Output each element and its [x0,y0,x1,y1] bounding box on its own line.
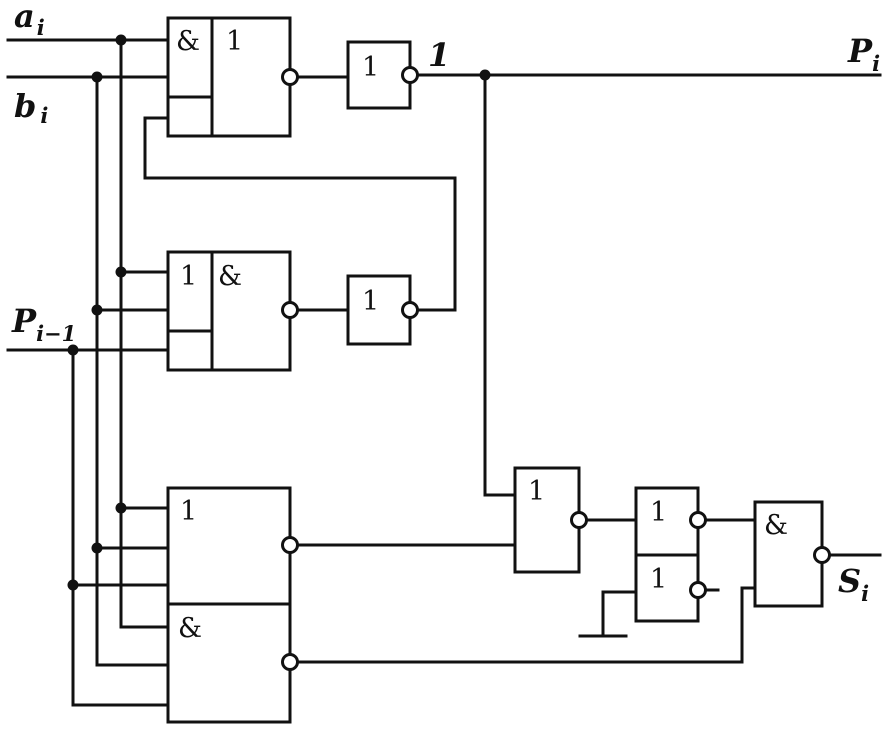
gate-7-bottom-inverter-bubble [689,581,707,599]
gate-6-symbol: 1 [528,476,545,507]
gate-1-left-symbol: & [176,26,200,57]
gate-7-top-inverter-bubble [689,511,707,529]
junction-dot [115,34,127,46]
junction-dot [67,579,79,591]
gate-7-top-symbol: 1 [650,497,667,528]
gate-8-body [753,500,824,608]
label-p-prev-input: Pi−1 [11,302,76,346]
gate-8-inverter-bubble [813,546,831,564]
wire-p-prev-vertical [71,348,170,707]
gate-1-right-symbol: 1 [226,26,243,57]
wire-a-vertical [119,38,170,629]
label-node-1: 1 [428,36,450,74]
gate-1: & 1 [166,16,299,138]
junction-dot [91,304,103,316]
gate-7: 1 1 [634,486,707,623]
gate-5-top-inverter-bubble [281,536,299,554]
gate-3-inverter-bubble [281,301,299,319]
wire-p-to-g6 [483,73,517,497]
gate-5-top-symbol: 1 [180,496,197,527]
junction-dot [479,69,491,81]
gate-3-left-symbol: 1 [180,261,197,292]
gate-6-inverter-bubble [570,511,588,529]
wire-b-vertical [95,75,170,667]
wire-g7-to-ground [601,590,638,638]
junctions [67,34,491,591]
label-s-output: Si [838,562,869,606]
gate-1-dividers [166,16,214,138]
gate-4-inverter-bubble [401,301,419,319]
junction-dot [67,344,79,356]
wires [6,38,882,707]
wire-g4-to-g1 [143,116,457,312]
gate-4: 1 [346,274,419,346]
gate-4-symbol: 1 [362,286,379,317]
gate-5-bottom-inverter-bubble [281,653,299,671]
junction-dot [115,266,127,278]
gate-6: 1 [513,466,588,574]
gate-2-inverter-bubble [401,66,419,84]
gate-5-bottom-symbol: & [178,613,202,644]
gate-3-dividers [166,250,214,372]
gate-8-symbol: & [764,510,788,541]
label-a-input: ai [14,0,45,40]
gate-3: 1 & [166,250,299,372]
label-p-output: Pi [847,32,880,76]
junction-dot [91,71,103,83]
gate-3-right-symbol: & [218,261,242,292]
junction-dot [115,502,127,514]
gate-5: 1 & [166,486,299,724]
gate-2-symbol: 1 [362,52,379,83]
gate-1-body [166,16,292,138]
gate-1-inverter-bubble [281,68,299,86]
gate-2: 1 [346,40,419,110]
wire-g5-to-g8 [296,586,757,664]
gate-3-body [166,250,292,372]
gate-6-body [513,466,581,574]
gate-8: & [753,500,831,608]
gate-7-bottom-symbol: 1 [650,564,667,595]
junction-dot [91,542,103,554]
